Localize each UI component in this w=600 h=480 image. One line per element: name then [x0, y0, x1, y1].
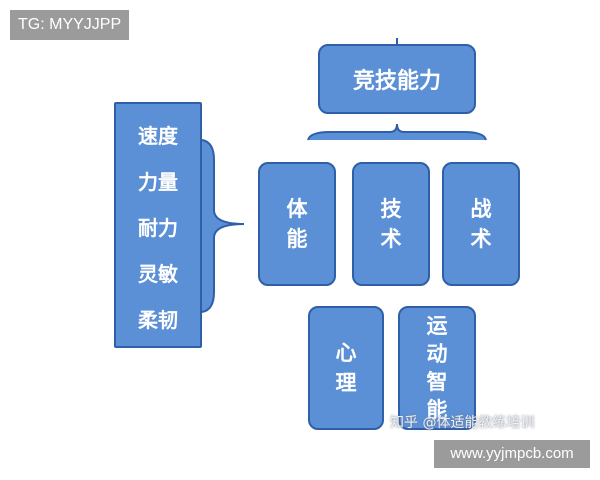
- char: 术: [380, 227, 402, 251]
- psychology-box: 心 理: [308, 306, 384, 430]
- char: 技: [380, 197, 402, 221]
- char: 能: [426, 398, 448, 422]
- list-item-agility: 灵敏: [138, 262, 178, 286]
- char: 战: [470, 197, 492, 221]
- competitive-ability-box: 竞技能力: [318, 44, 476, 114]
- physical-qualities-list: 速度 力量 耐力 灵敏 柔韧: [114, 102, 202, 348]
- char: 术: [470, 227, 492, 251]
- char: 理: [335, 371, 357, 395]
- char: 智: [426, 370, 448, 394]
- tactics-box: 战 术: [442, 162, 520, 286]
- tg-label: TG: MYYJJPP: [10, 10, 130, 40]
- list-item-endurance: 耐力: [138, 216, 178, 240]
- sports-intelligence-box: 运 动 智 能: [398, 306, 476, 430]
- website-url-label[interactable]: www.yyjmpcb.com: [434, 440, 590, 468]
- char: 运: [426, 314, 448, 338]
- list-item-speed: 速度: [138, 124, 178, 148]
- physical-ability-box: 体 能: [258, 162, 336, 286]
- char: 动: [426, 342, 448, 366]
- technique-box: 技 术: [352, 162, 430, 286]
- list-item-flexibility: 柔韧: [138, 308, 178, 332]
- char: 心: [335, 341, 357, 365]
- char: 能: [286, 227, 308, 251]
- char: 体: [286, 197, 308, 221]
- side-brace: [201, 139, 245, 313]
- zhihu-watermark: 知乎 @体适能教练培训: [390, 415, 535, 431]
- list-item-strength: 力量: [138, 170, 178, 194]
- top-brace: [307, 123, 487, 141]
